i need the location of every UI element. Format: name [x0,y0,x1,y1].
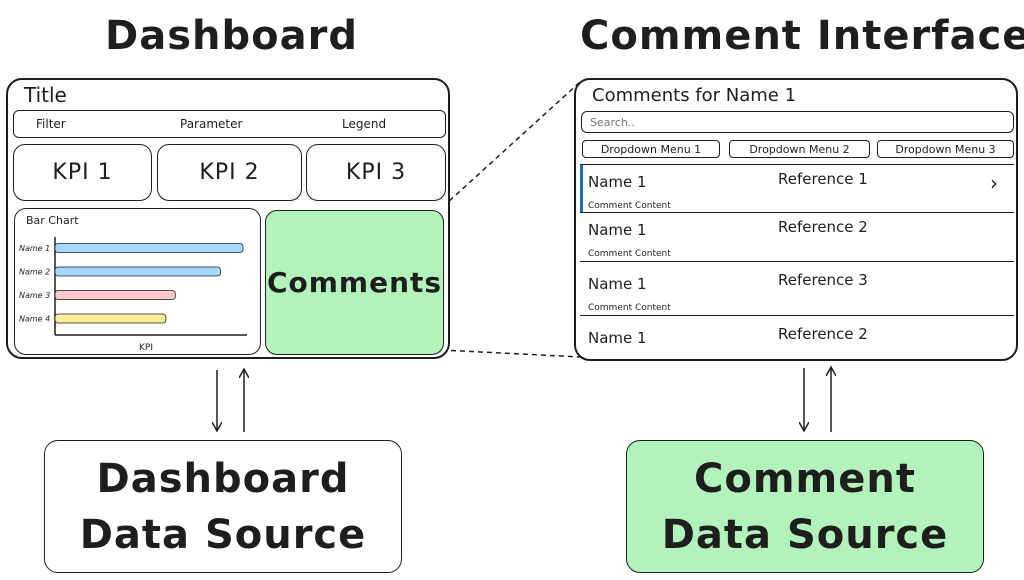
dropdown-menu-1[interactable]: Dropdown Menu 1 [582,140,720,158]
chevron-right-icon[interactable]: › [990,171,998,195]
dashboard-data-source-line-1: Dashboard [96,455,350,502]
row-reference: Reference 3 [778,271,868,289]
zoom-line-bottom [441,349,581,358]
comments-label: Comments [266,266,443,299]
comment-interface-title: Comments for Name 1 [592,85,797,106]
x-axis-label: KPI [139,343,153,353]
dashboard-data-source-line-2: Data Source [79,511,367,558]
row-reference: Reference 2 [778,325,868,343]
kpi-card-3: KPI 3 [306,144,446,201]
comment-data-source-line-2: Data Source [661,511,949,558]
controls-bar: Filter Parameter Legend [13,110,446,138]
selected-row-indicator [580,165,583,212]
comment-data-source: Comment Data Source [626,440,984,573]
category-label-1: Name 1 [19,244,50,253]
kpi-card-1: KPI 1 [13,144,152,201]
category-label-4: Name 4 [19,315,50,324]
row-name: Name 1 [588,275,647,293]
comment-data-source-line-1: Comment [694,455,916,502]
bar-2 [54,266,221,277]
search-input[interactable] [581,111,1014,133]
bar-4 [54,313,167,324]
dropdown-menu-2[interactable]: Dropdown Menu 2 [729,140,870,158]
filter-control[interactable]: Filter [36,117,66,131]
row-content: Comment Content [588,201,671,211]
comment-row[interactable]: Name 1 Reference 2 Comment Content [580,214,1014,262]
comment-row[interactable]: Name 1 Reference 1 Comment Content › [580,164,1014,213]
dashboard-data-source: Dashboard Data Source [44,440,402,573]
legend-control[interactable]: Legend [342,117,387,131]
parameter-control[interactable]: Parameter [180,117,243,131]
bar-1 [54,243,244,253]
category-label-2: Name 2 [19,268,50,277]
bar-3 [54,290,176,300]
kpi-card-2: KPI 2 [157,144,302,201]
row-reference: Reference 2 [778,218,868,236]
comments-panel[interactable]: Comments [265,210,444,355]
row-content: Comment Content [588,303,671,313]
zoom-line-top [435,81,581,214]
category-label-3: Name 3 [19,291,50,300]
row-content: Comment Content [588,249,671,259]
row-name: Name 1 [588,221,647,239]
comment-interface-frame: Comments for Name 1 Dropdown Menu 1 Drop… [574,78,1018,361]
row-name: Name 1 [588,329,647,347]
dashboard-title: Title [24,83,67,107]
comment-interface-heading: Comment Interface [580,13,1024,59]
dropdown-menu-3[interactable]: Dropdown Menu 3 [877,140,1014,158]
comment-row[interactable]: Name 1 Reference 3 Comment Content [580,263,1014,316]
dashboard-heading: Dashboard [105,13,358,59]
row-reference: Reference 1 [778,170,868,188]
dashboard-frame: Title Filter Parameter Legend KPI 1 KPI … [6,78,450,359]
comment-row[interactable]: Name 1 Reference 2 [580,317,1014,359]
row-name: Name 1 [588,173,647,191]
chart-title: Bar Chart [26,214,79,227]
